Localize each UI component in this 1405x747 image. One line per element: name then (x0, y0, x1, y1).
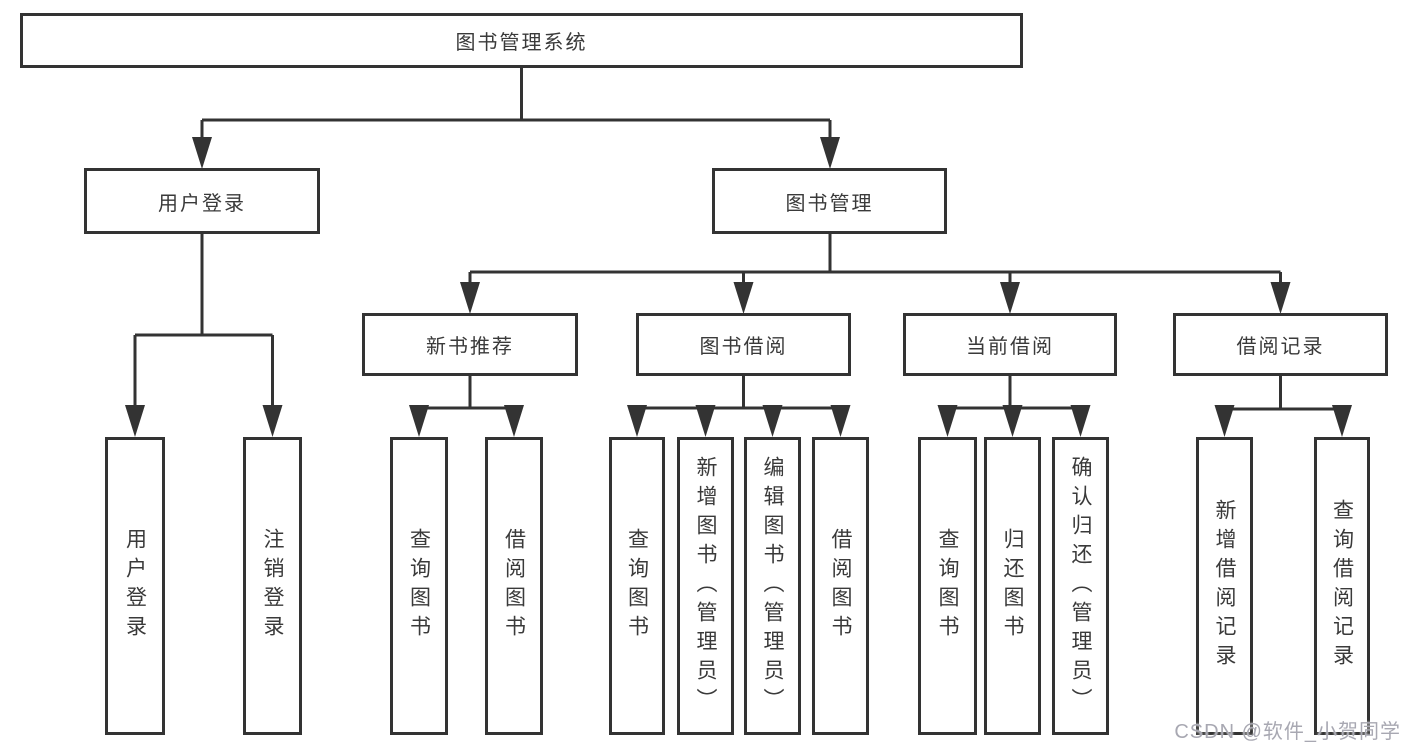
arrowhead (762, 405, 783, 437)
node-new-book-recommend: 新书推荐 (362, 313, 578, 376)
arrowhead (1214, 405, 1235, 437)
edge-book-borrow-to-leaves (637, 376, 841, 410)
leaf-query-books-current: 查询图书 (918, 437, 977, 735)
csdn-watermark: CSDN @软件_小贺同学 (1174, 721, 1401, 743)
edge-root-to-level2 (200, 68, 832, 142)
node-label: 图书借阅 (699, 336, 788, 358)
arrowhead (627, 405, 647, 437)
edge-user-login-to-leaves (133, 234, 274, 410)
arrowhead (1270, 282, 1291, 314)
leaf-label: 新增借阅记录 (1213, 499, 1236, 673)
arrowhead (460, 282, 480, 314)
leaf-query-books-recommend: 查询图书 (390, 437, 448, 735)
arrowhead (125, 405, 145, 437)
arrowhead (1000, 282, 1020, 314)
edge-borrow-records-to-leaves (1224, 376, 1342, 411)
node-label: 当前借阅 (966, 336, 1054, 358)
leaf-label: 查询图书 (936, 528, 959, 644)
arrowhead (1332, 405, 1352, 437)
arrowhead (733, 282, 754, 314)
edge-current-borrow-to-leaves (947, 376, 1081, 410)
leaf-logout: 注销登录 (243, 437, 302, 735)
leaf-add-book-admin: 新增图书（管理员） (677, 437, 734, 735)
leaf-confirm-return-admin: 确认归还（管理员） (1052, 437, 1109, 735)
node-label: 用户登录 (158, 192, 246, 215)
node-label: 图书管理 (785, 192, 874, 215)
node-label: 新书推荐 (426, 336, 514, 358)
node-label: 图书管理系统 (455, 32, 588, 54)
leaf-borrow-books-recommend: 借阅图书 (485, 437, 543, 735)
arrowhead (504, 405, 524, 437)
arrowhead (830, 405, 851, 437)
leaf-label: 新增图书（管理员） (694, 455, 717, 717)
node-book-management: 图书管理 (712, 168, 947, 234)
arrowhead (820, 137, 840, 169)
leaf-label: 查询借阅记录 (1330, 499, 1354, 673)
leaf-label: 查询图书 (407, 528, 431, 644)
arrowhead (409, 405, 429, 437)
leaf-edit-book-admin: 编辑图书（管理员） (744, 437, 801, 735)
leaf-add-borrow-record: 新增借阅记录 (1196, 437, 1253, 735)
arrowhead (1070, 405, 1091, 437)
leaf-label: 注销登录 (261, 528, 284, 644)
leaf-label: 用户登录 (123, 528, 147, 644)
node-book-borrow: 图书借阅 (636, 313, 851, 376)
node-user-login: 用户登录 (84, 168, 320, 234)
node-borrow-records: 借阅记录 (1173, 313, 1388, 376)
arrowhead (695, 405, 716, 437)
leaf-label: 编辑图书（管理员） (761, 455, 784, 717)
leaf-label: 归还图书 (1001, 528, 1024, 644)
arrowhead (1002, 405, 1023, 437)
leaf-label: 查询图书 (625, 528, 649, 644)
leaf-return-book: 归还图书 (984, 437, 1041, 735)
leaf-borrow-books: 借阅图书 (812, 437, 869, 735)
leaf-query-books-borrow: 查询图书 (609, 437, 665, 735)
node-label: 借阅记录 (1236, 336, 1325, 358)
arrowhead (262, 405, 283, 437)
edge-new-book-recommend-to-leaves (419, 376, 514, 410)
arrowhead (937, 405, 958, 437)
edge-book-management-to-level3 (468, 234, 1282, 287)
leaf-query-borrow-record: 查询借阅记录 (1314, 437, 1370, 735)
leaf-label: 借阅图书 (829, 528, 852, 644)
leaf-label: 借阅图书 (502, 528, 526, 644)
leaf-label: 确认归还（管理员） (1069, 455, 1092, 717)
arrowhead (192, 137, 212, 169)
leaf-user-login: 用户登录 (105, 437, 165, 735)
node-current-borrow: 当前借阅 (903, 313, 1117, 376)
node-book-management-system: 图书管理系统 (20, 13, 1023, 68)
